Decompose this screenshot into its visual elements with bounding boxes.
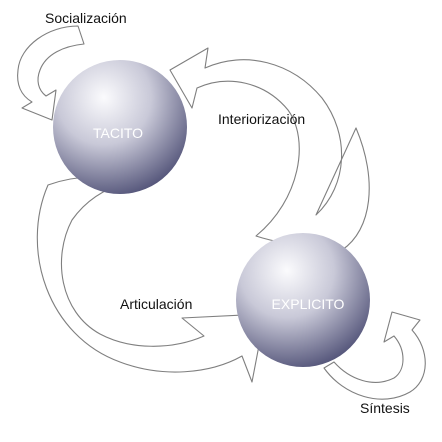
- tacito-label: TACITO: [92, 125, 144, 141]
- articulacion-arrow: [36, 176, 266, 383]
- sintesis-arrow: [323, 311, 426, 400]
- explicito-node: [236, 233, 370, 367]
- socializacion-label: Socialización: [45, 10, 127, 26]
- socializacion-arrow: [17, 25, 85, 121]
- articulacion-label: Articulación: [120, 296, 193, 312]
- sintesis-label: Síntesis: [360, 400, 410, 416]
- explicito-label: EXPLICITO: [271, 296, 345, 312]
- interiorizacion-arrow: [169, 47, 370, 251]
- interiorizacion-label: Interiorización: [218, 111, 306, 127]
- tacito-node: [53, 60, 187, 194]
